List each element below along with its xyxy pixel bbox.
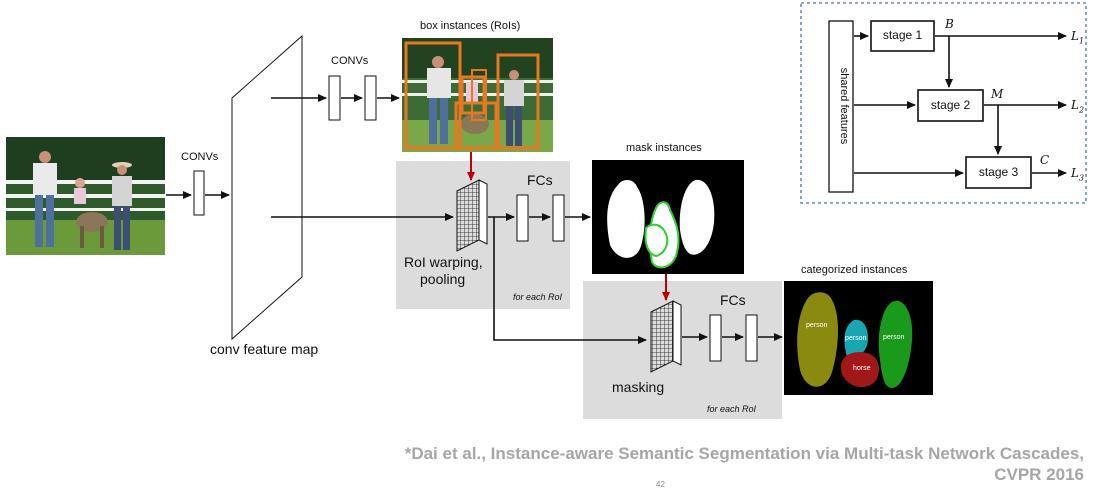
stage2-label: stage 2: [930, 98, 971, 112]
fcs-label-2: FCs: [720, 292, 746, 308]
stage1-box: [870, 20, 935, 52]
convs-label-top: CONVs: [331, 55, 369, 67]
cascade-L1-label: L1: [1071, 29, 1085, 46]
categorized-instances-image: person person horse person: [784, 281, 933, 395]
cascade-frame: [800, 2, 1087, 204]
citation-line2: CVPR 2016: [994, 465, 1084, 484]
mask-instances-image: [592, 160, 744, 274]
fc-block-2a: [709, 314, 722, 362]
stage1-label: stage 1: [882, 28, 923, 42]
conv-feature-map: [231, 34, 303, 341]
cascade-M-label: M: [991, 87, 1004, 101]
seg-label-person-mid: person: [845, 335, 867, 342]
segment-person-left: [797, 292, 838, 387]
conv-block-top-2: [364, 75, 377, 121]
roi-warping-label-line1: RoI warping,: [404, 254, 483, 270]
input-image: [6, 137, 165, 255]
mask-instances-label: mask instances: [626, 142, 702, 154]
roi-box-3: [454, 101, 498, 150]
segment-person-right: [878, 300, 913, 388]
roi-warping-label-line2: pooling: [420, 271, 466, 287]
categorized-instances-label: categorized instances: [801, 264, 908, 276]
convs-label-small: CONVs: [181, 151, 219, 163]
citation: *Dai et al., Instance-aware Semantic Seg…: [405, 443, 1084, 485]
cascade-diagram: [800, 2, 1087, 204]
fc-block-1b: [552, 194, 565, 242]
stage2-box: [917, 89, 984, 122]
seg-label-horse: horse: [853, 365, 871, 372]
roi-warping-block: [456, 179, 488, 252]
conv-block-top-1: [328, 75, 341, 121]
citation-line1: *Dai et al., Instance-aware Semantic Seg…: [404, 444, 1084, 463]
conv-feature-map-label: conv feature map: [210, 341, 319, 357]
cascade-L3-label: L3: [1071, 166, 1085, 183]
seg-label-person-right: person: [883, 334, 905, 341]
masking-block: [650, 300, 682, 373]
fc-block-1a: [516, 194, 529, 242]
shared-features-box: [828, 20, 854, 193]
for-each-roi-label-1: for each RoI: [513, 292, 563, 302]
seg-label-person-left: person: [806, 322, 828, 329]
stage3-label: stage 3: [978, 165, 1019, 179]
shared-features-label: shared features: [838, 67, 850, 145]
roi-box-4: [496, 53, 540, 150]
masking-label: masking: [612, 379, 665, 395]
segment-horse: [840, 352, 880, 387]
cascade-C-label: C: [1040, 153, 1050, 167]
segment-person-mid: [844, 319, 868, 358]
for-each-roi-label-2: for each RoI: [707, 404, 757, 414]
roi-box-1: [404, 41, 462, 150]
stage3-box: [965, 156, 1032, 189]
fc-block-2b: [745, 314, 758, 362]
page-number: 42: [656, 480, 665, 489]
conv-block-small: [193, 170, 205, 216]
cascade-L2-label: L2: [1071, 98, 1085, 115]
roi-box-5: [471, 69, 487, 121]
cascade-B-label: B: [945, 17, 954, 31]
fcs-label-1: FCs: [527, 172, 553, 188]
box-instances-image: [402, 38, 553, 152]
box-instances-label: box instances (RoIs): [420, 20, 521, 32]
